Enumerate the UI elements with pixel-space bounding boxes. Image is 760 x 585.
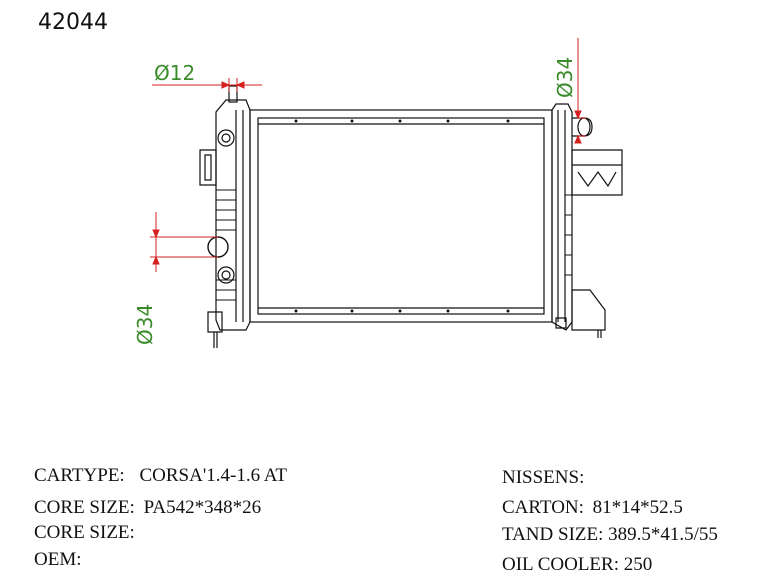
spec-core-size-label: CORE SIZE: — [34, 497, 135, 518]
left-outlet-pipe — [207, 236, 229, 258]
left-tank — [199, 99, 251, 348]
dimension-label-inlet-left: Ø12 — [154, 61, 195, 85]
left-inlet-pipe — [228, 85, 238, 103]
spec-tand-size: TAND SIZE: 389.5*41.5/55 — [502, 524, 718, 546]
spec-core-size-2: CORE SIZE: — [34, 522, 135, 544]
spec-core-size-value: PA542*348*26 — [143, 497, 262, 518]
right-tank-ribs — [565, 194, 572, 276]
spec-cartype-label: CARTYPE: — [34, 465, 125, 486]
spec-tand-size-label: TAND SIZE: — [502, 524, 604, 545]
part-number: 42044 — [38, 10, 108, 35]
spec-oil-cooler: OIL COOLER: 250 — [502, 554, 652, 576]
dimension-outlet-right — [574, 38, 586, 144]
spec-carton-value: 81*14*52.5 — [592, 497, 683, 518]
dimension-outlet-left — [150, 212, 218, 272]
left-tank-fittings — [217, 129, 235, 284]
right-tank — [551, 103, 573, 331]
spec-carton: CARTON: 81*14*52.5 — [502, 497, 683, 519]
spec-nissens: NISSENS: — [502, 467, 584, 489]
right-lower-bracket — [555, 289, 606, 338]
spec-tand-size-value: 389.5*41.5/55 — [608, 524, 718, 545]
spec-cartype-value: CORSA'1.4-1.6 AT — [139, 465, 287, 486]
spec-oem: OEM: — [34, 549, 82, 571]
core-rivets — [294, 119, 510, 313]
spec-cartype: CARTYPE: CORSA'1.4-1.6 AT — [34, 465, 287, 487]
spec-carton-label: CARTON: — [502, 497, 584, 518]
dimension-label-outlet-right: Ø34 — [553, 57, 577, 98]
right-outlet-pipe — [572, 117, 593, 137]
dimension-inlet-left — [152, 78, 262, 92]
left-tank-ribs — [216, 189, 236, 301]
spec-core-size-2-label: CORE SIZE: — [34, 522, 135, 543]
dimension-label-outlet-left: Ø34 — [133, 304, 157, 345]
spec-core-size: CORE SIZE: PA542*348*26 — [34, 497, 261, 519]
right-mount-bracket — [571, 149, 623, 196]
spec-nissens-label: NISSENS: — [502, 467, 585, 488]
spec-oil-cooler-value: 250 — [623, 554, 653, 575]
spec-oem-label: OEM: — [34, 549, 82, 570]
spec-oil-cooler-label: OIL COOLER: — [502, 554, 619, 575]
radiator-core — [249, 109, 553, 323]
